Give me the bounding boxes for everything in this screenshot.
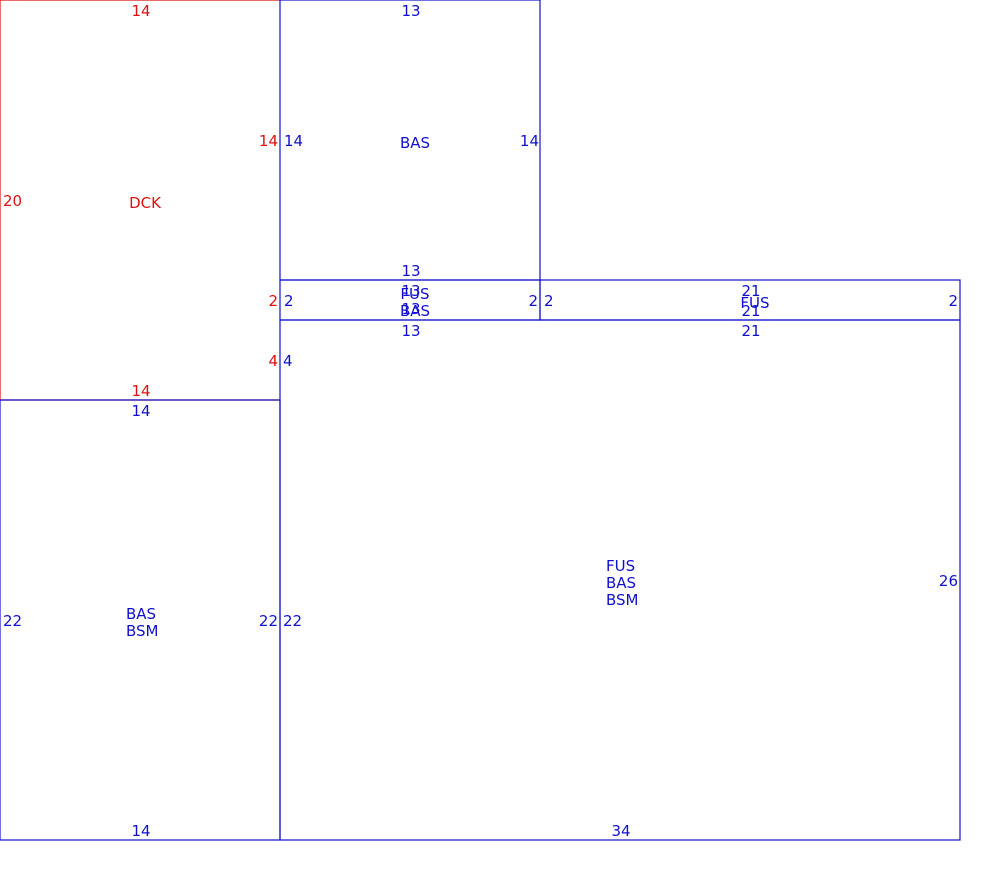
strip-right-dim-overlap: 21: [741, 302, 760, 320]
dck-dim-right2: 2: [268, 292, 278, 310]
dck-dim-bottom: 14: [131, 382, 150, 400]
left-bottom-dim-right: 22: [259, 612, 278, 630]
main-label-fus: FUS: [606, 557, 635, 575]
main-area: 4 FUS BAS BSM 26 22 34: [283, 352, 958, 840]
bas-top-dim-right: 14: [520, 132, 539, 150]
strip-right-dim-bottom: 21: [741, 322, 760, 340]
area-outlines: [0, 0, 961, 841]
strip-mid-dim-overlap-bottom: 13: [401, 300, 420, 318]
main-label-bsm: BSM: [606, 591, 639, 609]
left-bottom-area: 14 BAS BSM 22 22 14: [3, 402, 278, 840]
dck-dim-top: 14: [131, 2, 150, 20]
strip-right-dim-top: 21: [741, 282, 760, 300]
dck-dim-left: 20: [3, 192, 22, 210]
strip-mid-dim-left: 2: [284, 292, 294, 310]
main-dim-right: 26: [939, 572, 958, 590]
dck-label: DCK: [129, 194, 162, 212]
strip-right-area: 21 2 FUS 2 21 21: [544, 282, 958, 340]
left-bottom-label-bsm: BSM: [126, 622, 159, 640]
strip-mid-dim-bottom: 13: [401, 322, 420, 340]
dck-dim-right: 14: [259, 132, 278, 150]
main-dim-left: 22: [283, 612, 302, 630]
dck-dim-right3: 4: [268, 352, 278, 370]
strip-right-dim-right: 2: [948, 292, 958, 310]
strip-right-dim-left: 2: [544, 292, 554, 310]
strip-mid-dim-overlap-top: 13: [401, 282, 420, 300]
bas-top-dim-left: 14: [284, 132, 303, 150]
main-label-bas: BAS: [606, 574, 636, 592]
strip-mid-label-bas: BAS: [400, 302, 430, 320]
main-outline: [279, 319, 961, 841]
left-bottom-label-bas: BAS: [126, 605, 156, 623]
main-dim-bottom: 34: [611, 822, 630, 840]
strip-mid-dim-right: 2: [528, 292, 538, 310]
bas-top-label: BAS: [400, 134, 430, 152]
left-bottom-dim-bottom: 14: [131, 822, 150, 840]
strip-mid-area: 13 FUS 2 2 13 BAS 13: [284, 282, 538, 340]
bas-top-dim-top: 13: [401, 2, 420, 20]
strip-right-label: FUS: [740, 294, 769, 312]
dck-area: 14 14 20 DCK 2 4 14: [3, 2, 278, 400]
left-bottom-dim-left: 22: [3, 612, 22, 630]
bas-top-dim-bottom: 13: [401, 262, 420, 280]
bas-top-area: 13 14 BAS 14 13: [284, 2, 539, 280]
left-bottom-dim-top: 14: [131, 402, 150, 420]
strip-mid-label-fus: FUS: [400, 285, 429, 303]
main-dim-left-top: 4: [283, 352, 293, 370]
